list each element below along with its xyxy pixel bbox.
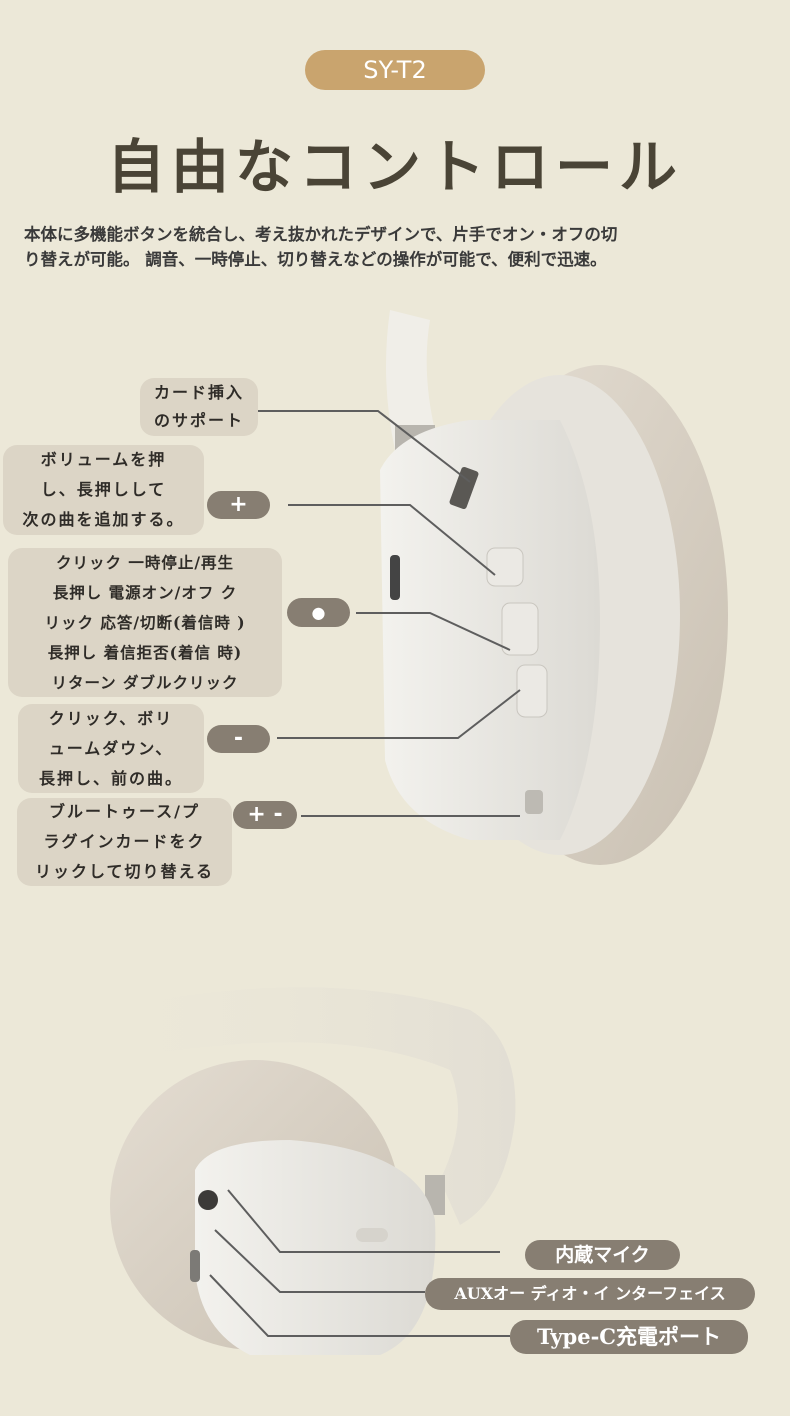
headphone-side-view [380,310,728,865]
page-title: 自由なコントロール [106,133,683,201]
callout-volume-up: ボリュームを押し、長押しして次の曲を追加する。 [3,445,204,535]
description-line: り替えが可能。 調音、一時停止、切り替えなどの操作が可能で、便利で迅速。 [24,250,607,269]
model-badge: SY-T2 [305,50,485,90]
description-line: 本体に多機能ボタンを統合し、考え抜かれたデザインで、片手でオン・オフの切 [24,225,618,244]
multifunction-button-icon: ● [287,598,350,627]
callout-card-slot: カード挿入のサポート [140,378,258,436]
volume-down-button-icon: - [207,725,270,753]
volume-up-button-icon: + [207,491,270,519]
callout-volume-down: クリック、ボリュームダウン、長押し、前の曲。 [18,704,204,793]
label-type-c-port: Type-C充電ポート [510,1320,748,1354]
callout-mode-switch: ブルートゥース/プラグインカードをクリックして切り替える [17,798,232,886]
headphone-back-view [60,987,516,1355]
mode-switch-button-icon: + - [233,801,297,829]
label-aux-port: AUXオー ディオ・イ ンターフェイス [425,1278,755,1310]
callout-multifunction: クリック 一時停止/再生長押し 電源オン/オフ クリック 応答/切断(着信時 )… [8,548,282,697]
description: 本体に多機能ボタンを統合し、考え抜かれたデザインで、片手でオン・オフの切 り替え… [24,222,764,272]
label-built-in-mic: 内蔵マイク [525,1240,680,1270]
port-lines [209,1189,510,1337]
callout-lines [258,410,521,817]
